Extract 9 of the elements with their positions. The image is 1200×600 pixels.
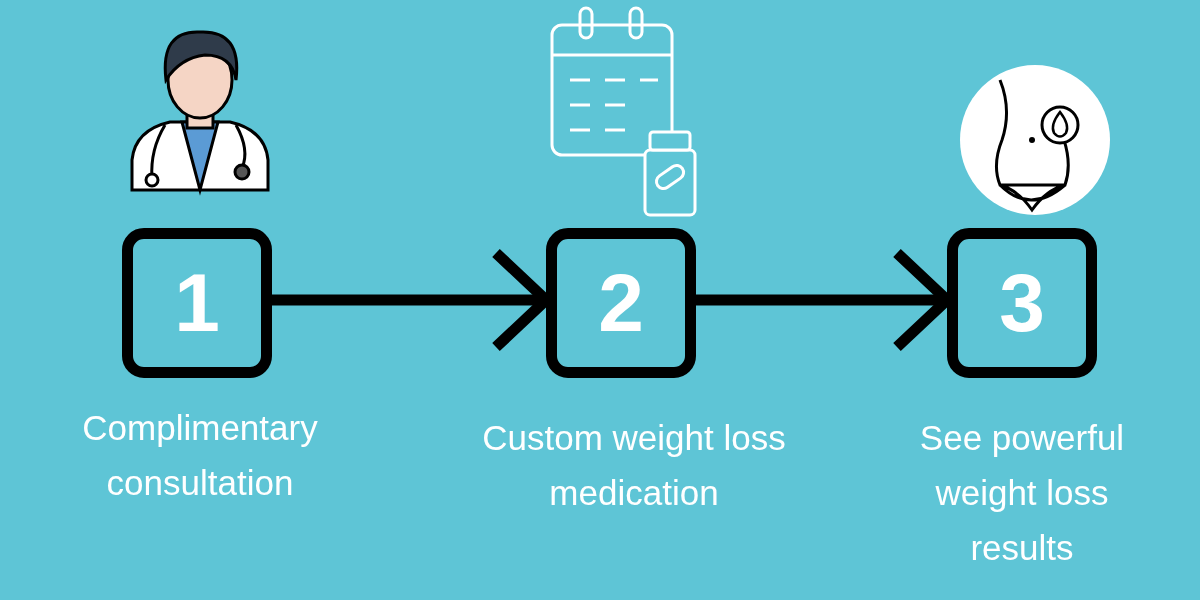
step-box bbox=[947, 228, 1097, 378]
step-caption: See powerful weight loss results bbox=[918, 417, 1126, 569]
step-box bbox=[546, 228, 696, 378]
step-number: 3 bbox=[999, 262, 1045, 344]
step-box bbox=[122, 228, 272, 378]
step-number: 2 bbox=[598, 262, 644, 344]
step-caption: Custom weight loss medication bbox=[481, 417, 787, 514]
step-number: 1 bbox=[174, 262, 220, 344]
step-caption: Complimentary consultation bbox=[81, 407, 319, 504]
